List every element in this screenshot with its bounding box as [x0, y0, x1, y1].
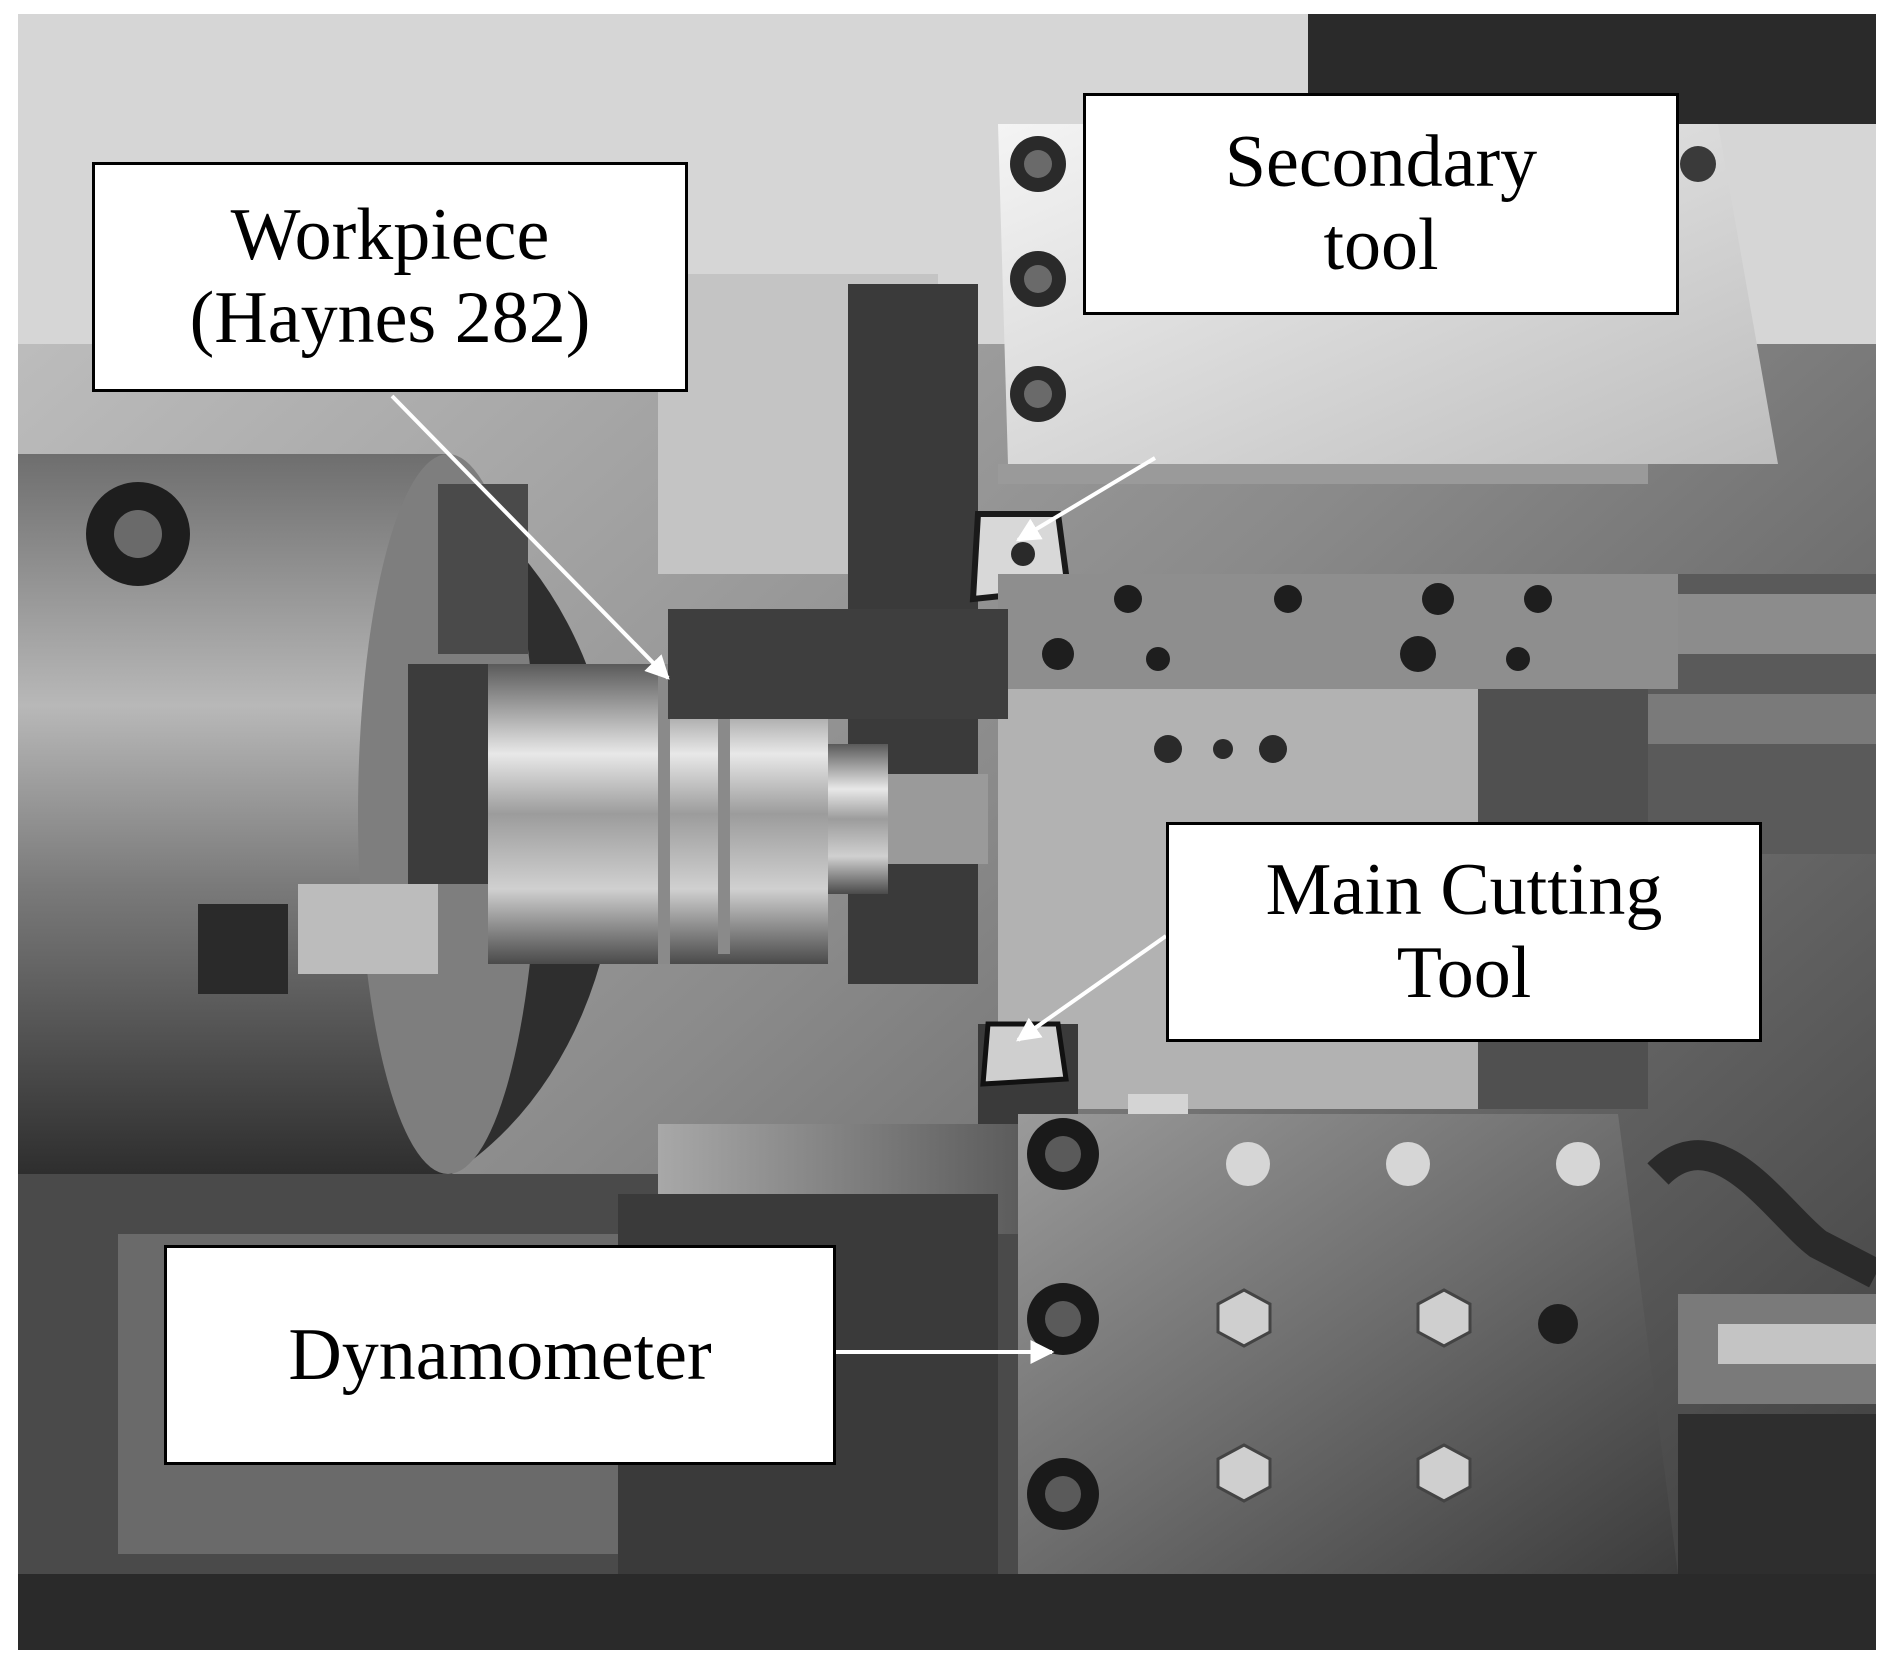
- main-cutting-tool-label-line1: Main Cutting: [1265, 849, 1663, 932]
- workpiece-label: Workpiece (Haynes 282): [92, 162, 688, 392]
- main-cutting-tool-label-line2: Tool: [1396, 932, 1532, 1014]
- secondary-tool-label-line1: Secondary: [1224, 121, 1538, 204]
- main-cutting-tool-label: Main Cutting Tool: [1166, 822, 1762, 1042]
- workpiece-label-line1: Workpiece: [230, 194, 550, 277]
- secondary-tool-label-line2: tool: [1323, 204, 1439, 286]
- secondary-tool-label: Secondary tool: [1083, 93, 1679, 315]
- dynamometer-label: Dynamometer: [164, 1245, 836, 1465]
- dynamometer-label-line1: Dynamometer: [288, 1313, 712, 1396]
- workpiece-label-line2: (Haynes 282): [189, 277, 591, 359]
